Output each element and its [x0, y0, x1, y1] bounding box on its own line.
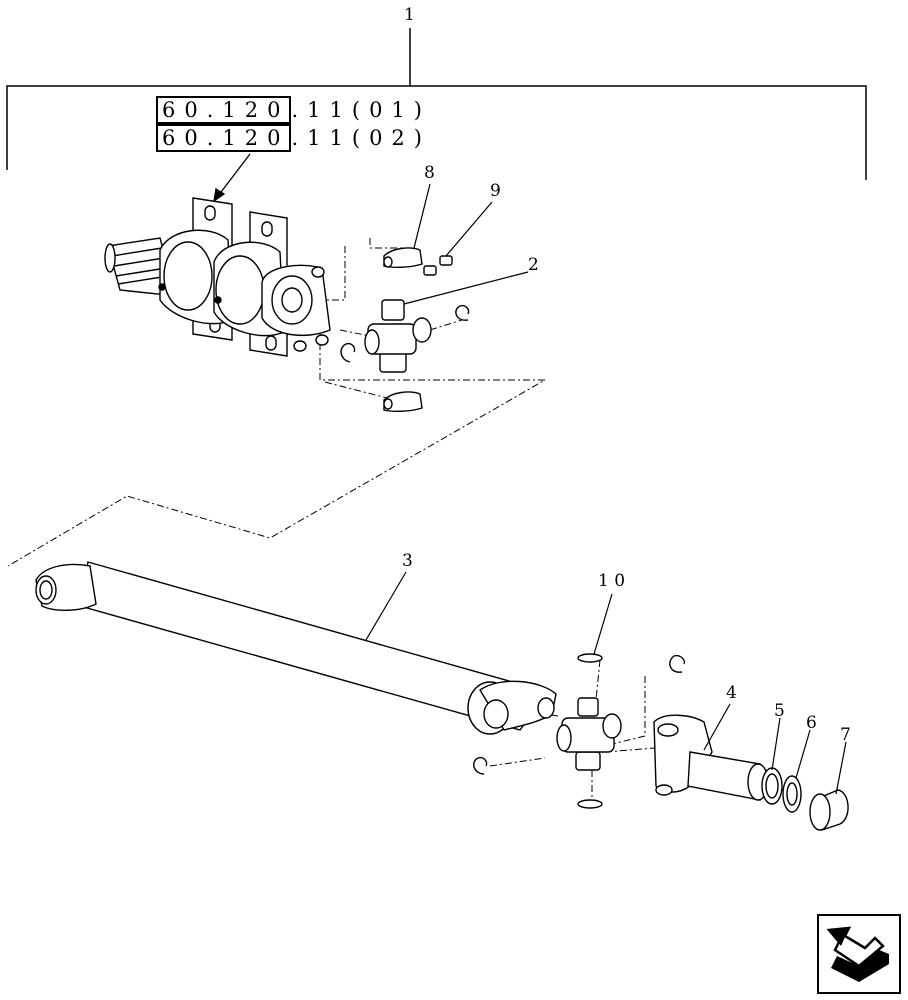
snap-ring	[473, 653, 686, 809]
return-button[interactable]	[817, 914, 901, 994]
bearing-assembly	[104, 197, 331, 357]
reference-section-number: 60.120	[156, 96, 292, 124]
reference-suffix: .11(01)	[291, 98, 431, 122]
reference-section-number: 60.120	[156, 124, 292, 152]
reference-link-01[interactable]: 60.120.11(01)	[156, 96, 476, 124]
callout-7: 7	[840, 725, 851, 745]
callout-2: 2	[528, 255, 539, 275]
retainer-washer	[782, 775, 802, 813]
callout-4: 4	[726, 683, 737, 703]
reference-suffix: .11(02)	[291, 126, 431, 150]
callout-10: 1 0	[598, 571, 625, 591]
callout-9: 9	[490, 181, 501, 201]
bolt	[423, 255, 453, 276]
dust-cap	[809, 789, 849, 831]
seal-ring	[761, 767, 783, 805]
callout-1: 1	[404, 5, 415, 25]
reference-link-02[interactable]: 60.120.11(02)	[156, 124, 476, 152]
slip-yoke	[653, 714, 769, 801]
snap-ring	[340, 304, 470, 363]
u-joint-cross	[364, 299, 432, 373]
strap-clamp	[383, 247, 423, 413]
return-arrow-icon	[826, 926, 889, 982]
drive-tube	[35, 561, 557, 735]
assembly-lines	[7, 238, 656, 800]
callout-6: 6	[806, 713, 817, 733]
callout-leaders	[365, 183, 847, 795]
callout-8: 8	[424, 163, 435, 183]
callout-3: 3	[402, 551, 413, 571]
reference-leader	[213, 153, 251, 203]
callout-5: 5	[774, 701, 785, 721]
assembly-bracket	[6, 28, 867, 180]
u-joint-cross	[556, 697, 622, 771]
